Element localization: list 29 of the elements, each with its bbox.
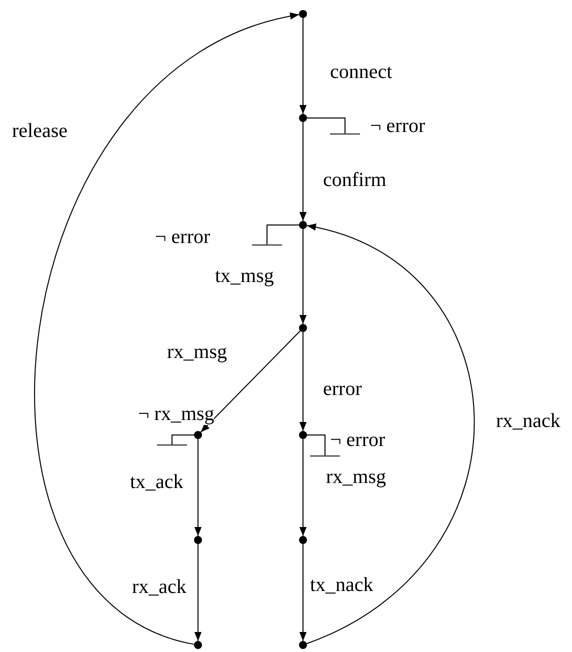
arrow [306,224,475,644]
arrow [194,438,202,536]
state-dot [299,431,307,439]
guard-line [306,118,361,135]
guard-line [251,224,300,246]
edge-label: tx_ack [130,471,184,493]
state-dot [299,10,307,18]
state-dot [299,536,307,544]
arrow [34,14,300,645]
guard-line [156,434,194,446]
arrow [299,228,307,324]
state-dot [299,641,307,649]
arrow [194,544,202,642]
state-dot [194,641,202,649]
guard-line [306,434,341,457]
state-dot [299,324,307,332]
state-dot [194,536,202,544]
arrow [299,544,307,642]
arrow [299,122,307,222]
state-dot [194,431,202,439]
arrow [299,332,307,432]
state-dot [299,114,307,122]
edge-label: rx_ack [132,576,186,598]
arrow [299,438,307,536]
edge-label: rx_nack [496,410,560,432]
arrow [299,18,307,114]
edge-label: tx_nack [310,574,374,596]
arrow [200,330,301,433]
state-dot [299,221,307,229]
